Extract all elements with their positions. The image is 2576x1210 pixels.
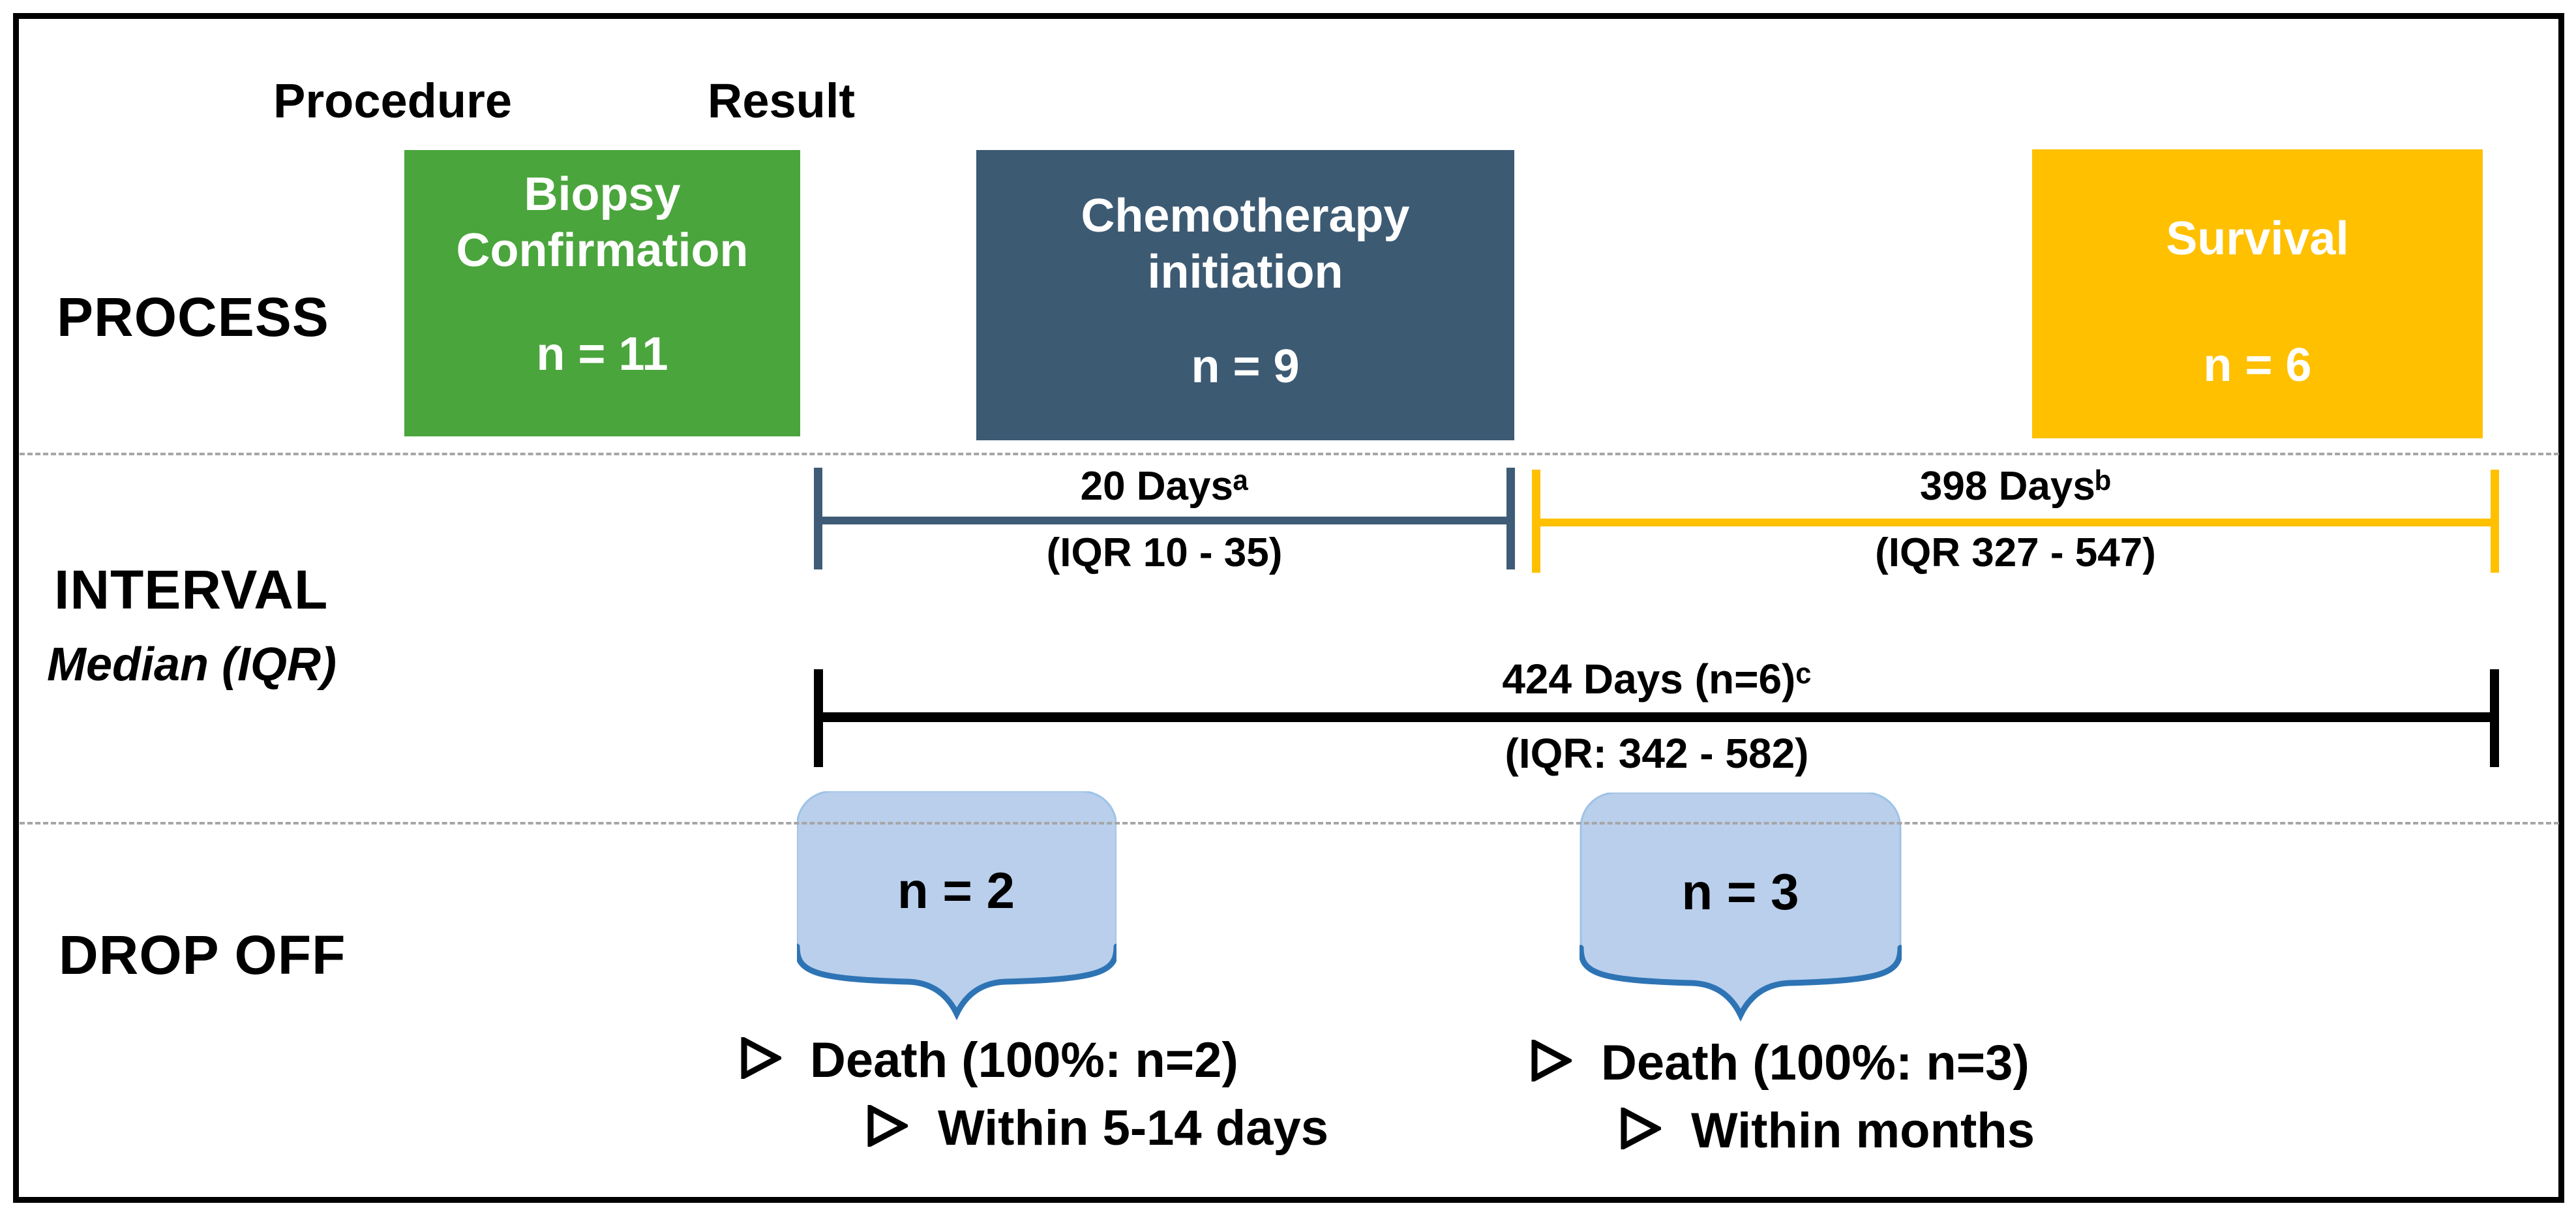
biopsy-box-line2: Confirmation [456,224,749,277]
interval-section-label: INTERVAL [54,559,329,620]
result-label: Result [707,74,856,128]
interval-cap-right-3 [2490,669,2499,767]
chemo-box-line2: initiation [1147,246,1343,299]
interval-2-iqr: (IQR 327 - 547) [1875,530,2156,575]
interval-2-duration: 398 Daysᵇ [1919,464,2112,509]
chemo-box-line1: Chemotherapy [1081,190,1410,242]
process-box-chemotherapy: Chemotherapy initiation n = 9 [976,150,1514,440]
interval-cap-left-3 [814,669,823,767]
interval-section-sublabel: Median (IQR) [47,639,337,691]
arrowhead-bullet-icon [1531,1040,1572,1081]
dropoff-1-n: n = 2 [897,862,1015,919]
interval-cap-left-1 [814,468,822,569]
curly-brace-icon [797,943,1116,1021]
curly-brace-icon [1580,945,1902,1022]
dropoff-2-n: n = 3 [1681,863,1799,920]
interval-line-biopsy-chemo [818,517,1511,524]
biopsy-box-n: n = 11 [536,327,668,380]
dropoff-brace-shape-2 [1580,793,1902,1022]
dropoff-1-bullet: Death (100%: n=2) [810,1033,1238,1088]
dropoff-2-bullet: Death (100%: n=3) [1601,1035,2029,1091]
process-box-biopsy: Biopsy Confirmation n = 11 [404,150,800,436]
arrowhead-bullet-icon [867,1105,908,1147]
survival-box-n: n = 6 [2203,339,2312,392]
interval-cap-right-1 [1506,468,1515,569]
interval-1-duration: 20 Daysᵃ [1080,464,1249,509]
interval-line-overall [818,712,2495,722]
survival-box-line1: Survival [2166,213,2349,265]
figure-border [13,13,2564,1203]
biopsy-box-line1: Biopsy [524,168,681,220]
interval-line-chemo-survival [1536,519,2495,526]
process-box-survival: Survival n = 6 [2032,149,2483,438]
interval-dropoff-divider [20,822,2559,824]
dropoff-2-sub-bullet: Within months [1691,1103,2035,1158]
process-section-label: PROCESS [57,286,329,348]
procedure-label: Procedure [273,74,513,128]
interval-cap-right-2 [2491,470,2499,573]
arrowhead-bullet-icon [1621,1108,1661,1149]
dropoff-1-sub-bullet: Within 5-14 days [938,1100,1329,1156]
chemo-box-n: n = 9 [1191,340,1300,393]
interval-cap-left-2 [1532,470,1540,573]
process-interval-divider [20,453,2559,455]
interval-3-iqr: (IQR: 342 - 582) [1505,730,1809,777]
arrowhead-bullet-icon [741,1037,781,1079]
dropoff-section-label: DROP OFF [59,924,346,986]
interval-3-duration: 424 Days (n=6)ᶜ [1502,656,1812,703]
interval-1-iqr: (IQR 10 - 35) [1046,530,1283,575]
